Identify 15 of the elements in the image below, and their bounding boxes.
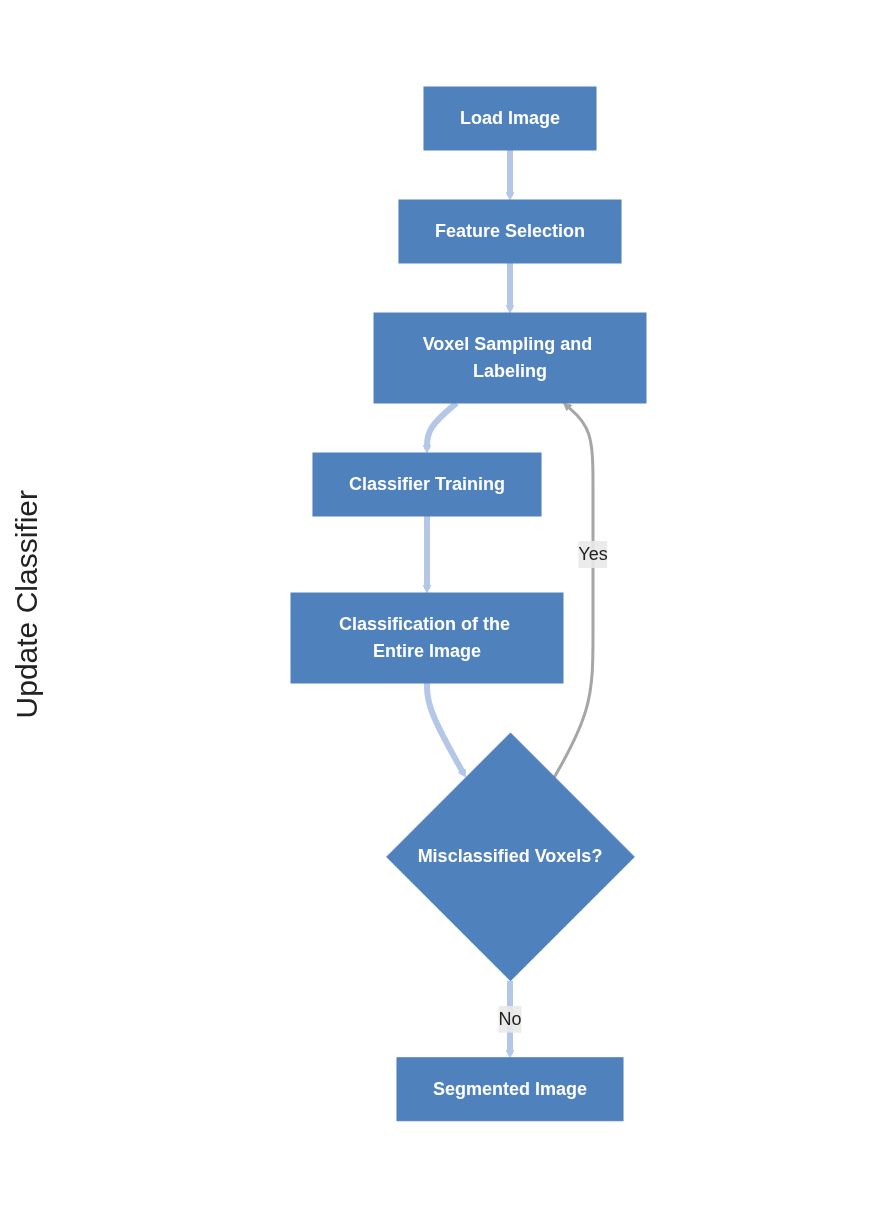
arrow	[423, 683, 466, 778]
node-box: Classification of the Entire Image	[290, 592, 563, 684]
loop-label: Update Classifier	[10, 489, 44, 719]
arrow	[505, 263, 514, 314]
arrow	[505, 150, 514, 201]
arrow	[422, 516, 431, 594]
node-box: Segmented Image	[396, 1057, 623, 1122]
node-diamond: Misclassified Voxels?	[385, 732, 635, 982]
node-box: Feature Selection	[398, 199, 621, 264]
edge-label: No	[497, 1008, 522, 1029]
node-box: Voxel Sampling and Labeling	[373, 312, 646, 404]
node-box: Classifier Training	[311, 452, 542, 517]
edge-label: Yes	[577, 544, 608, 565]
node-box: Load Image	[423, 86, 596, 151]
arrow	[552, 402, 594, 779]
